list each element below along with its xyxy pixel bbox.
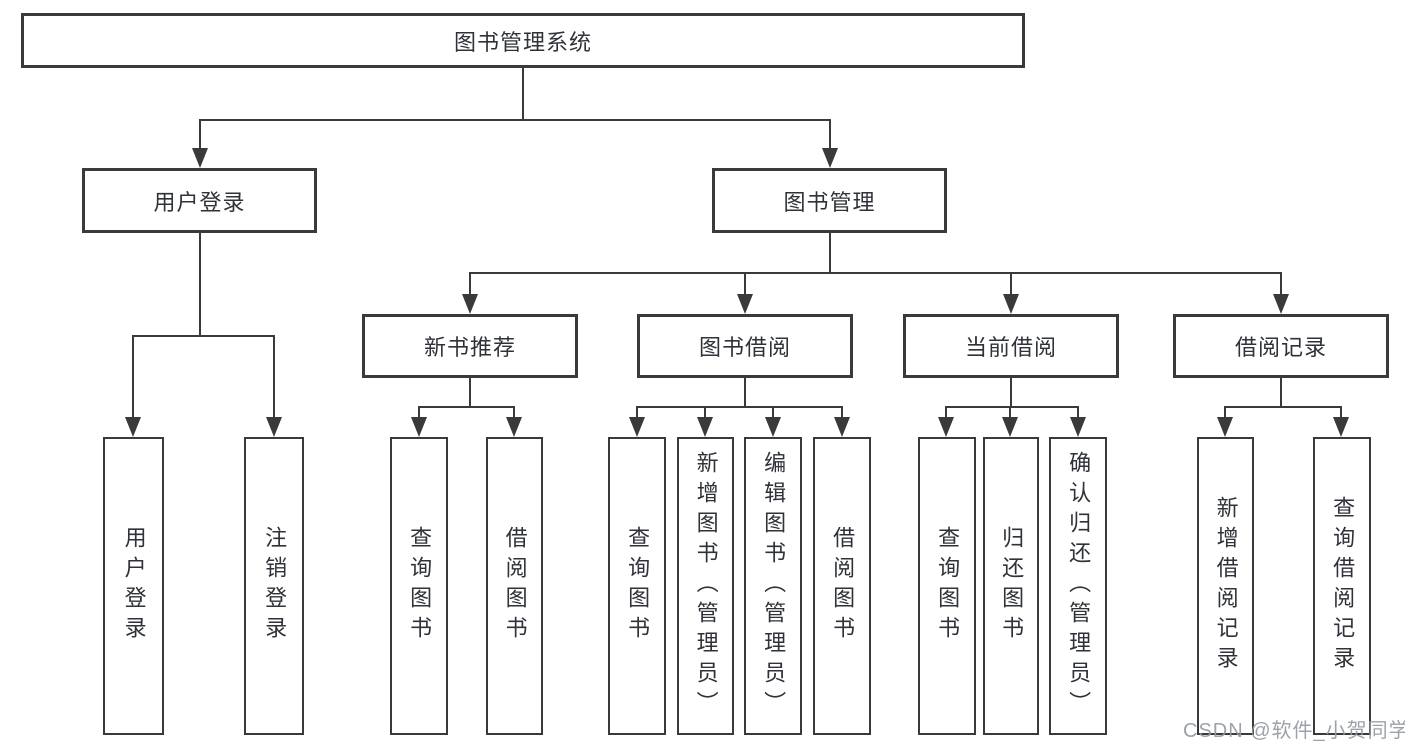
connector-new-books-in [469, 272, 471, 296]
node-book-borrow-label: 图书借阅 [698, 335, 791, 360]
node-new-books: 新书推荐 [362, 314, 578, 378]
connector-borrow-records-branch [1224, 406, 1342, 408]
connector-bb-edit-in [772, 406, 774, 419]
connector-nb-query-in [418, 406, 420, 419]
connector-root-stem [522, 68, 524, 121]
down-arrow [737, 294, 753, 314]
connector-borrow-records-in [1280, 272, 1282, 296]
node-book-borrow: 图书借阅 [637, 314, 853, 378]
down-arrow [1217, 417, 1233, 437]
node-root: 图书管理系统 [21, 13, 1025, 68]
connector-book-borrow-branch [636, 406, 843, 408]
node-current-borrow-label: 当前借阅 [964, 335, 1057, 360]
leaf-cb-return-books: 归还图书 [983, 437, 1039, 735]
leaf-nb-query-books-label: 查询图书 [407, 526, 433, 646]
leaf-user-login-label: 用户登录 [121, 526, 147, 646]
connector-book-mgmt-in [829, 119, 831, 149]
leaf-cb-return-books-label: 归还图书 [999, 526, 1025, 646]
leaf-bb-query-books: 查询图书 [608, 437, 666, 735]
node-user-login-label: 用户登录 [153, 189, 246, 215]
leaf-nb-query-books: 查询图书 [390, 437, 448, 735]
connector-current-borrow-out [1010, 378, 1012, 408]
connector-ul-login-in [132, 335, 134, 419]
connector-user-login-branch [132, 335, 275, 337]
down-arrow [834, 417, 850, 437]
connector-current-borrow-branch [945, 406, 1079, 408]
connector-new-books-out [469, 378, 471, 408]
connector-nb-borrow-in [513, 406, 515, 419]
leaf-bb-add-books: 新增图书（管理员） [677, 437, 734, 735]
down-arrow [1003, 294, 1019, 314]
node-root-label: 图书管理系统 [453, 29, 592, 55]
connector-current-borrow-in [1010, 272, 1012, 296]
leaf-bb-edit-books: 编辑图书（管理员） [744, 437, 802, 735]
leaf-br-add-record: 新增借阅记录 [1197, 437, 1254, 735]
down-arrow [822, 148, 838, 168]
leaf-nb-borrow-books-label: 借阅图书 [502, 526, 528, 646]
down-arrow [192, 148, 208, 168]
node-borrow-records-label: 借阅记录 [1234, 335, 1327, 360]
down-arrow [125, 417, 141, 437]
connector-book-mgmt-out [829, 233, 831, 274]
watermark: CSDN @软件_小贺同学 [1183, 720, 1405, 742]
connector-cb-return-in [1009, 406, 1011, 419]
leaf-nb-borrow-books: 借阅图书 [486, 437, 543, 735]
connector-new-books-branch [418, 406, 515, 408]
down-arrow [266, 417, 282, 437]
leaf-bb-borrow-books-label: 借阅图书 [830, 526, 856, 646]
connector-user-login-out [199, 233, 201, 337]
connector-bb-add-in [704, 406, 706, 419]
connector-borrow-records-out [1280, 378, 1282, 408]
down-arrow [1002, 417, 1018, 437]
leaf-bb-query-books-label: 查询图书 [625, 526, 651, 646]
leaf-br-add-record-label: 新增借阅记录 [1213, 496, 1239, 676]
down-arrow [462, 294, 478, 314]
leaf-br-query-record: 查询借阅记录 [1313, 437, 1371, 735]
leaf-bb-borrow-books: 借阅图书 [813, 437, 871, 735]
leaf-cb-confirm-return: 确认归还（管理员） [1049, 437, 1107, 735]
down-arrow [1070, 417, 1086, 437]
node-book-mgmt-label: 图书管理 [783, 189, 876, 215]
down-arrow [1273, 294, 1289, 314]
down-arrow [765, 417, 781, 437]
node-current-borrow: 当前借阅 [903, 314, 1119, 378]
connector-br-add-in [1224, 406, 1226, 419]
leaf-cb-confirm-return-label: 确认归还（管理员） [1066, 451, 1092, 721]
leaf-br-query-record-label: 查询借阅记录 [1330, 496, 1356, 676]
connector-book-borrow-out [744, 378, 746, 408]
leaf-cb-query-books-label: 查询图书 [935, 526, 961, 646]
leaf-bb-edit-books-label: 编辑图书（管理员） [761, 451, 787, 721]
down-arrow [629, 417, 645, 437]
connector-cb-query-in [945, 406, 947, 419]
node-new-books-label: 新书推荐 [423, 335, 516, 360]
leaf-cb-query-books: 查询图书 [918, 437, 976, 735]
connector-bb-query-in [636, 406, 638, 419]
connector-level1-branch [199, 119, 831, 121]
node-borrow-records: 借阅记录 [1173, 314, 1389, 378]
connector-bb-borrow-in [841, 406, 843, 419]
down-arrow [411, 417, 427, 437]
connector-br-query-in [1340, 406, 1342, 419]
down-arrow [697, 417, 713, 437]
connector-ul-logout-in [273, 335, 275, 419]
connector-cb-confirm-in [1077, 406, 1079, 419]
connector-level2-branch [469, 272, 1282, 274]
leaf-user-login: 用户登录 [103, 437, 164, 735]
leaf-logout: 注销登录 [244, 437, 304, 735]
connector-user-login-in [199, 119, 201, 149]
down-arrow [938, 417, 954, 437]
node-book-mgmt: 图书管理 [712, 168, 947, 233]
down-arrow [506, 417, 522, 437]
down-arrow [1333, 417, 1349, 437]
node-user-login: 用户登录 [82, 168, 317, 233]
leaf-logout-label: 注销登录 [262, 526, 288, 646]
connector-book-borrow-in [744, 272, 746, 296]
leaf-bb-add-books-label: 新增图书（管理员） [693, 451, 719, 721]
